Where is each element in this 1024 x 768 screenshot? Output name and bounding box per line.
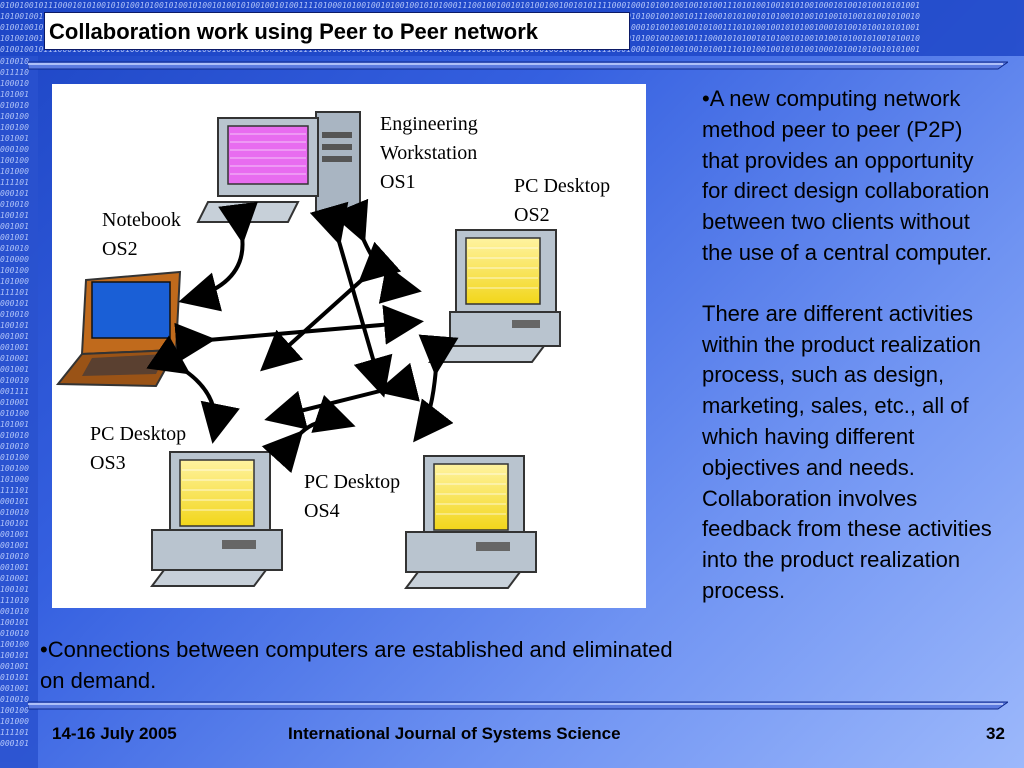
pc-desktop-os4-computer — [404, 455, 537, 589]
right-description: •A new computing network method peer to … — [702, 84, 1002, 607]
label-pc-desktop-os4: PC Desktop OS4 — [304, 471, 401, 522]
connection-arrows — [146, 198, 459, 474]
top-divider-rule — [28, 61, 1008, 70]
footer-date: 14-16 July 2005 — [52, 724, 177, 743]
pc-desktop-os3-computer — [150, 451, 283, 587]
p2p-network-figure: Engineering Workstation OS1 Notebook OS2… — [52, 84, 646, 608]
engineering-workstation-computer — [196, 111, 361, 223]
right-paragraph-p2p: •A new computing network method peer to … — [702, 86, 992, 265]
bottom-divider-rule — [28, 701, 1008, 710]
label-engineering-workstation: Engineering Workstation OS1 — [380, 113, 478, 193]
pc-desktop-os2-computer — [428, 229, 561, 363]
label-notebook: Notebook OS2 — [102, 209, 181, 260]
right-paragraph-activities: There are different activities within th… — [702, 300, 992, 603]
network-diagram — [55, 111, 561, 589]
binary-background-column: 010010 011110 100010 101001 010010 10010… — [0, 56, 38, 768]
footer-journal: International Journal of Systems Science — [288, 724, 621, 743]
slide-title: Collaboration work using Peer to Peer ne… — [49, 19, 538, 44]
footer-page-number: 32 — [986, 724, 1005, 743]
label-pc-desktop-os3: PC Desktop OS3 — [90, 423, 187, 474]
label-pc-desktop-os2: PC Desktop OS2 — [514, 175, 611, 226]
bottom-bullet: •Connections between computers are estab… — [40, 637, 673, 693]
slide-title-box: Collaboration work using Peer to Peer ne… — [44, 12, 630, 50]
notebook-computer — [55, 270, 182, 388]
